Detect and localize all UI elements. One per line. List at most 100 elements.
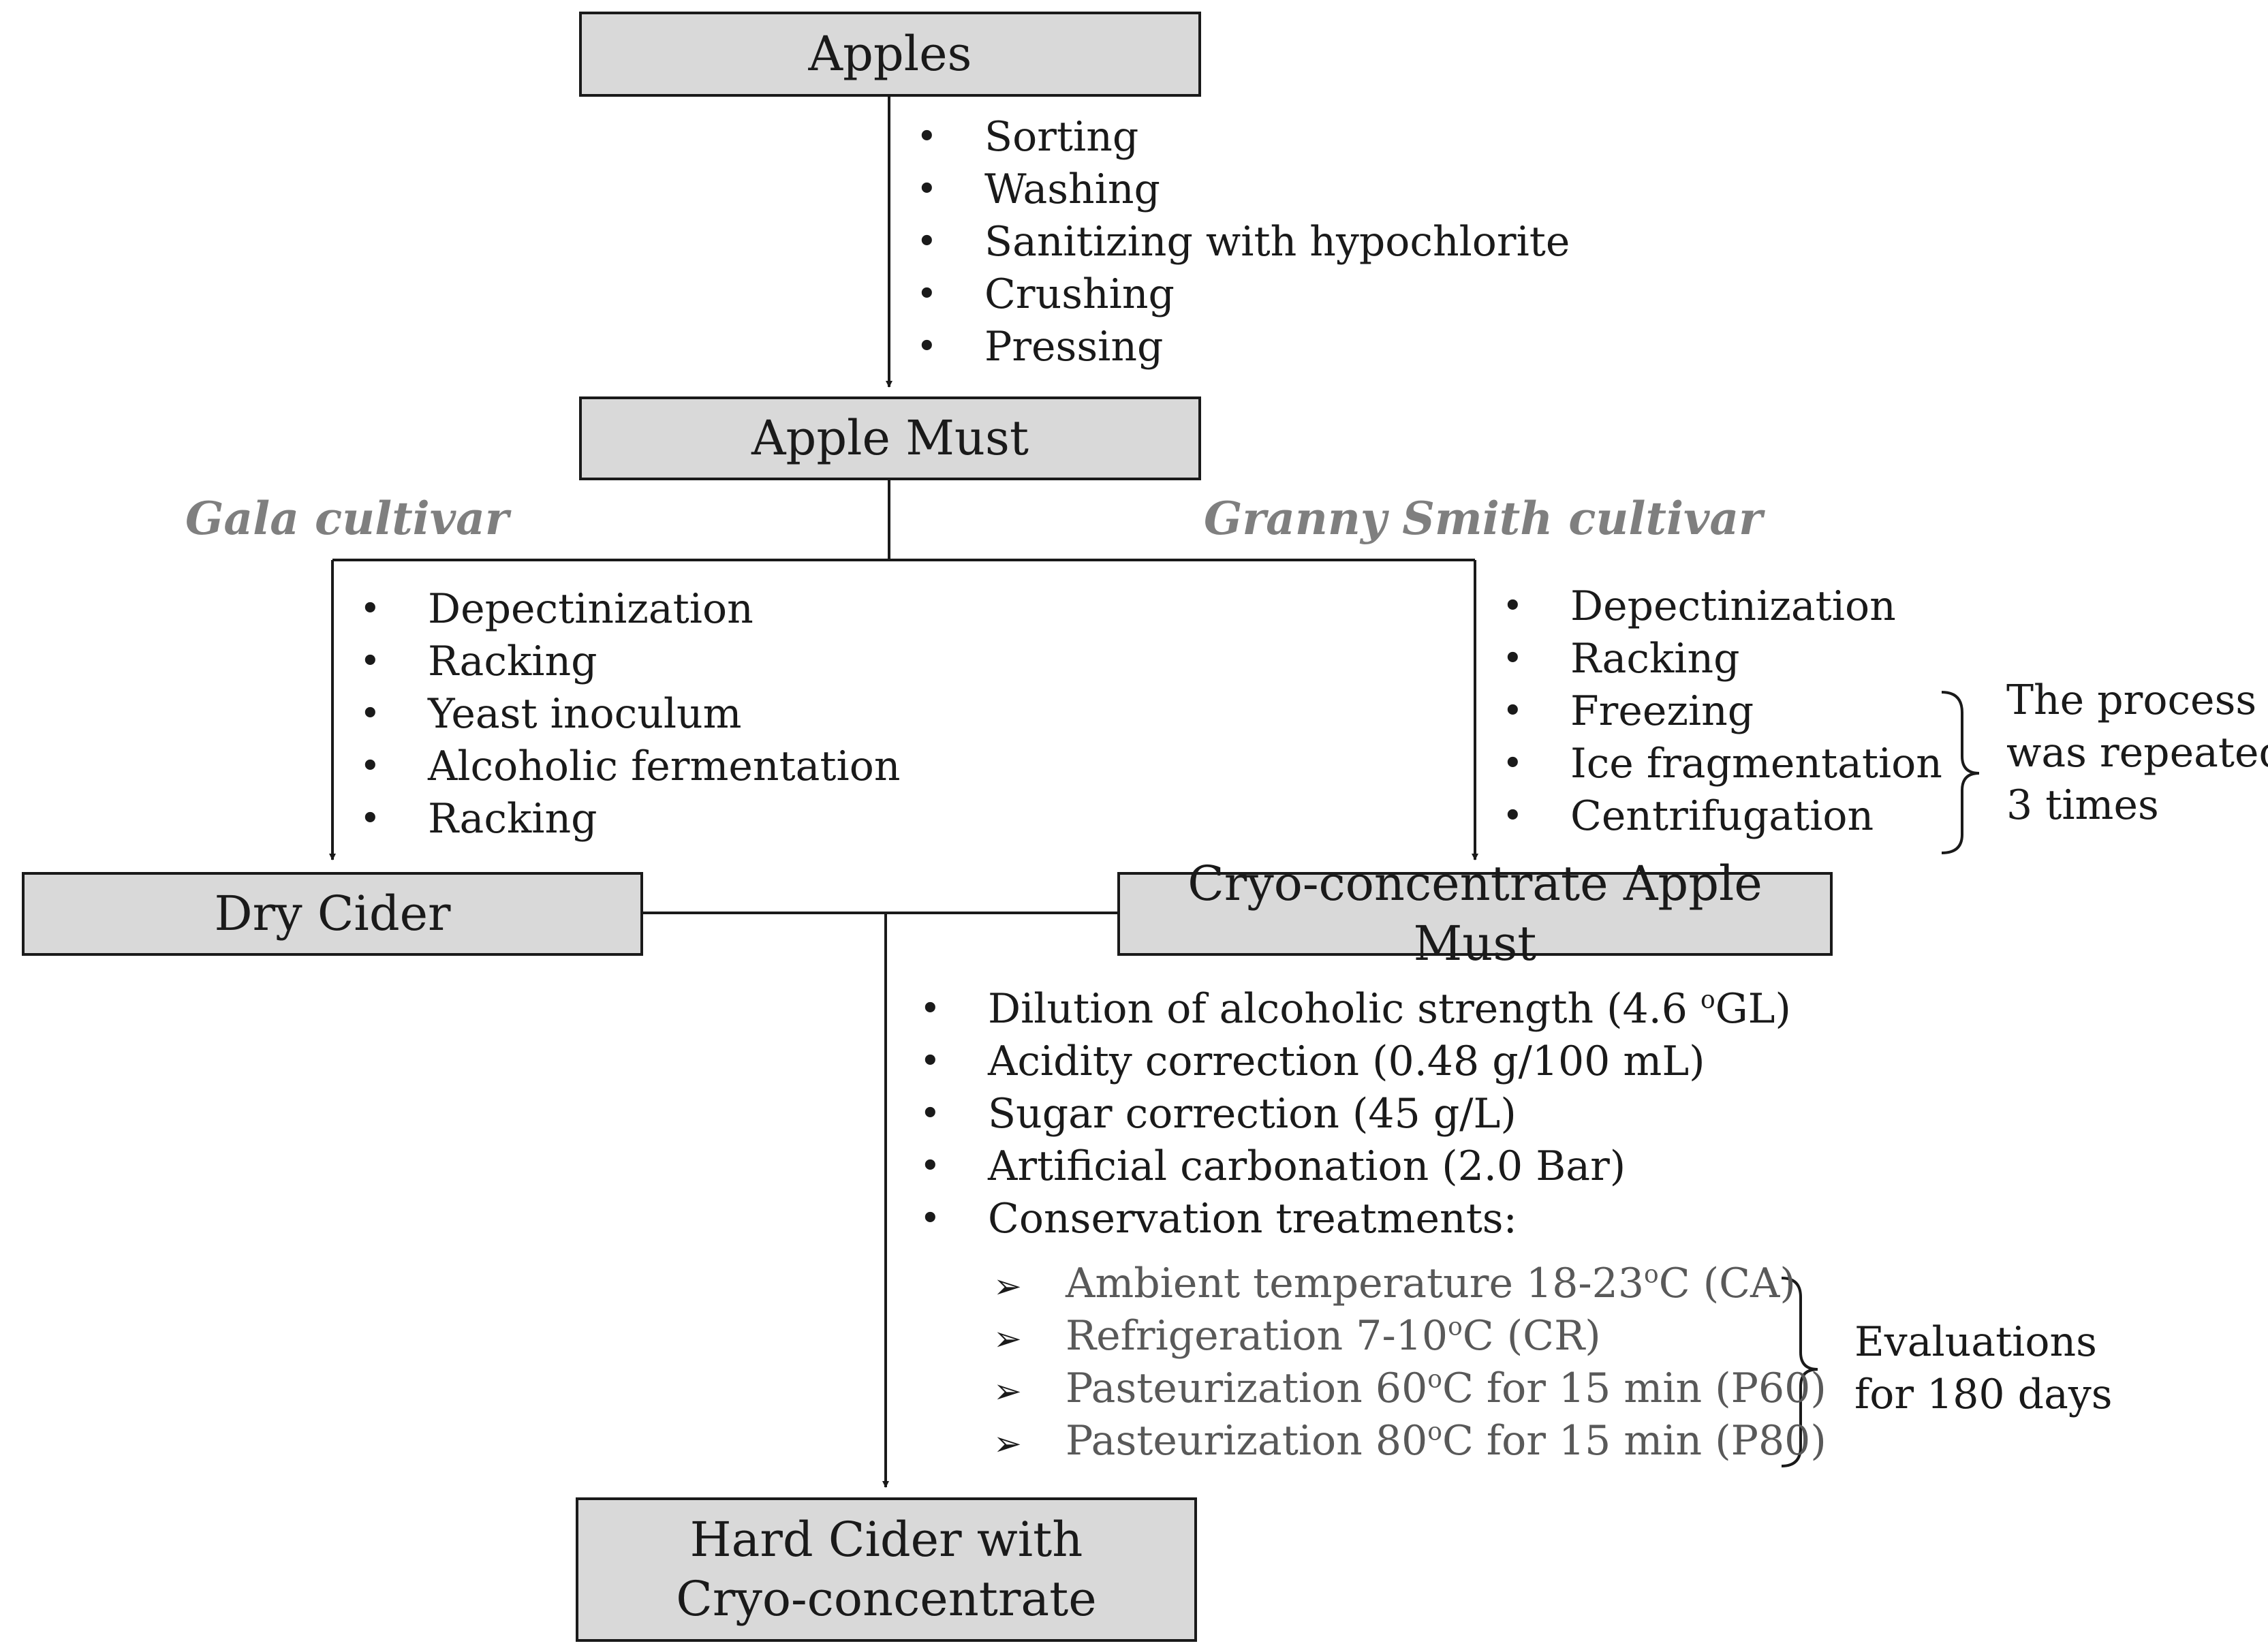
bullet-icon: • (1502, 691, 1523, 732)
list-item: • Freezing (1502, 685, 1942, 738)
bullet-icon: • (916, 221, 937, 262)
list-item: • Alcoholic fermentation (360, 741, 900, 793)
treatment-text-suffix: C (CR) (1462, 1312, 1601, 1360)
step-text: Artificial carbonation (2.0 Bar) (988, 1142, 1626, 1190)
list-item: • Sugar correction (45 g/L) (920, 1088, 1791, 1140)
bullet-icon: • (916, 116, 937, 157)
treatment-text: Ambient temperature 18-23 (1066, 1260, 1645, 1307)
list-item: • Artificial carbonation (2.0 Bar) (920, 1140, 1791, 1193)
list-item: •Pressing (916, 321, 1570, 373)
treatment-text-suffix: C for 15 min (P80) (1442, 1417, 1827, 1465)
box-dry-cider-label: Dry Cider (214, 885, 451, 941)
box-apple-must-label: Apple Must (751, 409, 1029, 466)
arrow-bullet-icon: ➢ (993, 1266, 1022, 1306)
treatment-text: Pasteurization 80 (1066, 1417, 1428, 1465)
steps-apples-to-must: •Sorting •Washing • Sanitizing with hypoc… (916, 111, 1570, 373)
note-evaluation-period: Evaluations for 180 days (1854, 1316, 2113, 1421)
treatment-text: Pasteurization 60 (1066, 1365, 1428, 1412)
degree-superscript: o (1427, 1365, 1442, 1394)
list-item: ➢Refrigeration 7-10oC (CR) (993, 1310, 1827, 1363)
box-hard-cider: Hard Cider with Cryo-concentrate (576, 1497, 1197, 1642)
cultivar-label-gala: Gala cultivar (185, 492, 509, 545)
steps-granny-smith: • Depectinization • Racking • Freezing • Ice… (1502, 580, 1942, 843)
bullet-icon: • (360, 589, 381, 629)
note-line: The process (2006, 676, 2257, 724)
list-item: • Depectinization (360, 583, 900, 636)
bullet-icon: • (360, 641, 381, 682)
step-text-suffix: GL) (1715, 985, 1791, 1033)
degree-superscript: o (1700, 986, 1715, 1014)
step-text: Crushing (984, 270, 1175, 318)
step-text: Ice fragmentation (1570, 740, 1942, 788)
list-item: • Crushing (916, 268, 1570, 321)
bullet-icon: • (920, 1093, 941, 1134)
step-text: Alcoholic fermentation (428, 743, 901, 790)
note-line: 3 times (2006, 781, 2159, 829)
list-item: • Yeast inoculum (360, 688, 900, 741)
step-text: Racking (1570, 635, 1740, 683)
steps-final-adjustments: • Dilution of alcoholic strength (4.6 oGL… (920, 983, 1791, 1245)
step-text: Centrifugation (1570, 792, 1874, 840)
treatment-text-suffix: C (CA) (1658, 1260, 1796, 1307)
list-item: • Racking (360, 636, 900, 688)
list-item: •Sorting (916, 111, 1570, 164)
step-text: Sugar correction (45 g/L) (988, 1090, 1517, 1138)
list-item: •Washing (916, 164, 1570, 216)
note-line: for 180 days (1854, 1371, 2113, 1418)
list-item: • Dilution of alcoholic strength (4.6 oGL… (920, 983, 1791, 1036)
arrow-bullet-icon: ➢ (993, 1371, 1022, 1411)
degree-superscript: o (1427, 1418, 1442, 1446)
step-text: Sanitizing with hypochlorite (984, 218, 1570, 266)
list-item: • Conservation treatments: (920, 1193, 1791, 1245)
list-item: ➢ Pasteurization 80oC for 15 min (P80) (993, 1415, 1827, 1467)
step-text: Depectinization (1570, 582, 1896, 630)
note-repeated-process: The process was repeated 3 times (2006, 674, 2268, 832)
bullet-icon: • (1502, 586, 1523, 627)
list-item: ➢Pasteurization 60oC for 15 min (P60) (993, 1363, 1827, 1415)
list-item: • Racking (360, 793, 900, 845)
step-text: Pressing (984, 323, 1164, 371)
box-hard-cider-label: Hard Cider with Cryo-concentrate (676, 1510, 1096, 1630)
bullet-icon: • (920, 1146, 941, 1187)
note-line: was repeated (2006, 729, 2268, 777)
treatment-text: Refrigeration 7-10 (1066, 1312, 1448, 1360)
list-item: • Racking (1502, 633, 1942, 685)
conservation-treatments: ➢Ambient temperature 18-23oC (CA) ➢Refri… (993, 1258, 1827, 1467)
step-text: Conservation treatments: (988, 1195, 1517, 1243)
bullet-icon: • (920, 989, 941, 1029)
bullet-icon: • (360, 746, 381, 787)
box-cryo-must-label: Cryo-concentrate Apple Must (1187, 856, 1762, 971)
step-text: Acidity correction (0.48 g/100 mL) (988, 1038, 1705, 1085)
step-text: Depectinization (428, 585, 754, 633)
step-text: Racking (428, 638, 597, 685)
note-line: Evaluations (1854, 1318, 2097, 1366)
box-apples-label: Apples (808, 25, 972, 82)
step-text: Yeast inoculum (428, 690, 742, 738)
arrow-bullet-icon: ➢ (993, 1424, 1022, 1463)
degree-superscript: o (1644, 1260, 1659, 1289)
step-text: Freezing (1570, 687, 1754, 735)
bullet-icon: • (916, 274, 937, 315)
list-item: • Ice fragmentation (1502, 738, 1942, 790)
bullet-icon: • (360, 694, 381, 734)
step-text: Dilution of alcoholic strength (4.6 (988, 985, 1701, 1033)
list-item: • Centrifugation (1502, 790, 1942, 843)
bullet-icon: • (1502, 638, 1523, 679)
list-item: • Acidity correction (0.48 g/100 mL) (920, 1036, 1791, 1088)
step-text: Racking (428, 795, 597, 843)
bullet-icon: • (360, 798, 381, 839)
arrow-bullet-icon: ➢ (993, 1319, 1022, 1358)
bullet-icon: • (916, 169, 937, 210)
box-hard-cider-line-2: Cryo-concentrate (676, 1571, 1097, 1627)
box-hard-cider-line-1: Hard Cider with (689, 1511, 1083, 1568)
bullet-icon: • (920, 1041, 941, 1082)
box-apples: Apples (579, 12, 1201, 97)
box-apple-must: Apple Must (579, 396, 1201, 480)
brace-repeat (1941, 691, 1980, 854)
bullet-icon: • (920, 1198, 941, 1239)
bullet-icon: • (1502, 796, 1523, 837)
bullet-icon: • (1502, 743, 1523, 784)
cultivar-label-granny-smith: Granny Smith cultivar (1204, 492, 1762, 545)
